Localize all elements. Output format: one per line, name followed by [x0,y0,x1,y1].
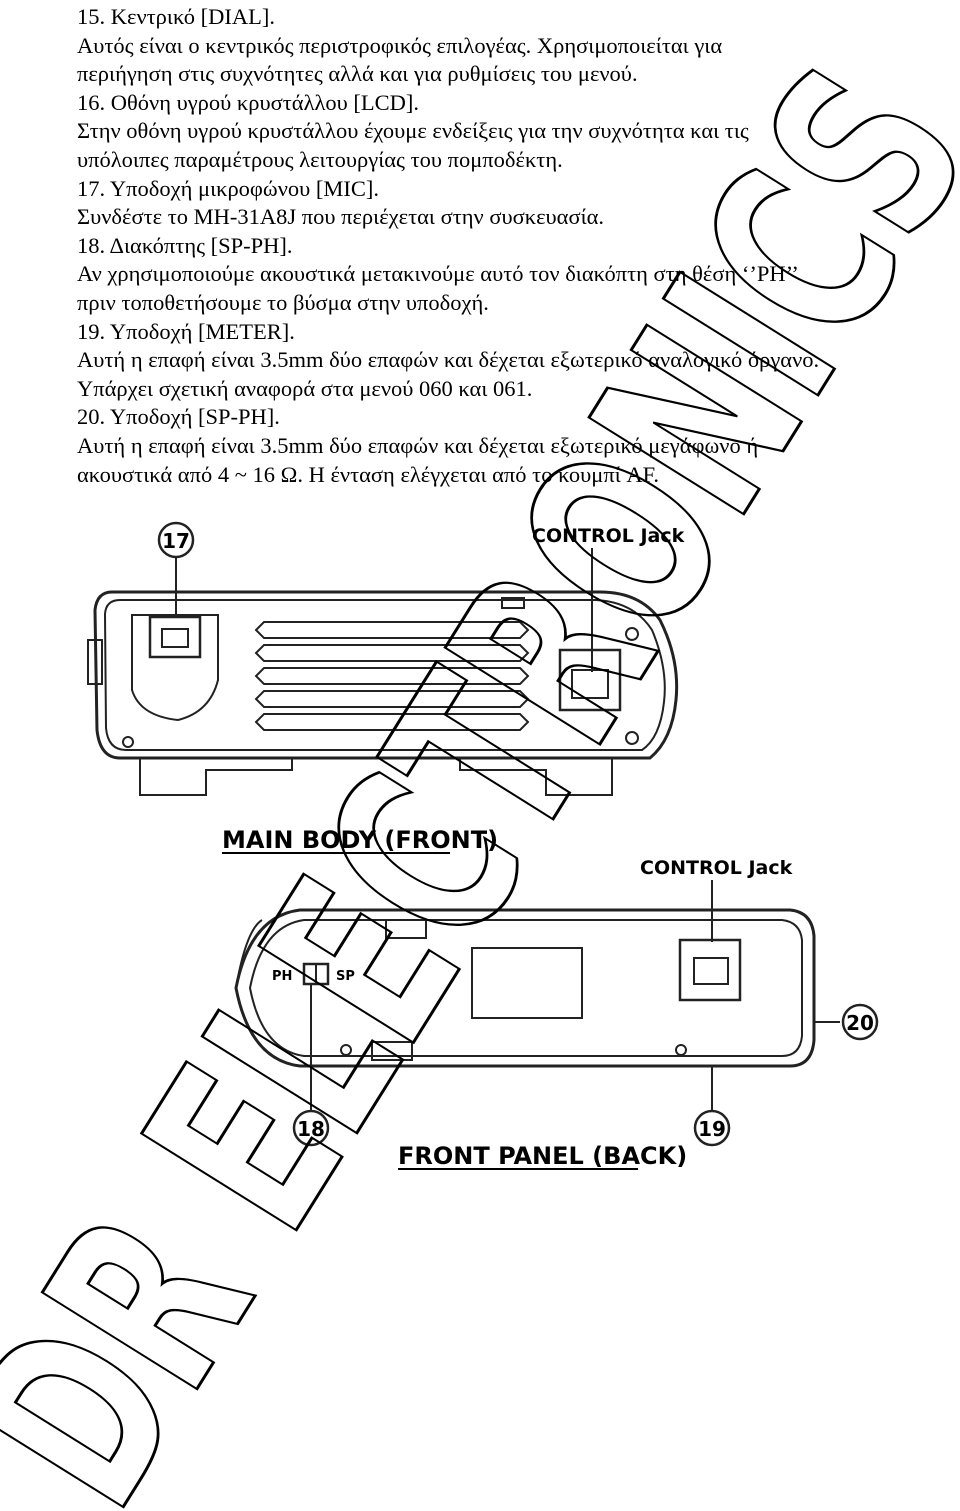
callout-17-circle [157,521,195,559]
switch-ph-label: PH [272,969,292,984]
mic-recess [131,614,219,722]
callout-19: 19 [698,1117,726,1141]
callout-17: 17 [162,529,190,553]
main-body-front-diagram [87,521,679,796]
text-line: Αυτή η επαφή είναι 3.5mm δύο επαφών και … [77,432,759,458]
vent-slots [254,621,530,731]
control-jack-back [678,938,742,1002]
text-line: Αυτή η επαφή είναι 3.5mm δύο επαφών και … [77,347,820,373]
control-jack-label-front: CONTROL Jack [532,525,685,547]
front-panel-back-diagram [234,880,879,1147]
heading-sp-ph-jack: 20. Υποδοχή [SP-PH]. [77,404,280,430]
text-line: ακουστικά από 4 ~ 16 Ω. Η ένταση ελέγχετ… [77,461,659,487]
callout-20-circle [841,1003,879,1041]
text-line: υπόλοιπες παραμέτρους λειτουργίας του πο… [77,146,563,172]
text-line: περιήγηση στις συχνότητες αλλά και για ρ… [77,61,638,87]
text-line: Αν χρησιμοποιούμε ακουστικά μετακινούμε … [77,261,799,287]
mic-jack [148,615,202,659]
heading-mic: 17. Υποδοχή μικροφώνου [MIC]. [77,175,380,201]
switch-sp-label: SP [336,969,355,984]
control-jack-label-back: CONTROL Jack [640,857,793,879]
text-line: Αυτός είναι ο κεντρικός περιστροφικός επ… [77,32,723,58]
callout-19-circle [693,1109,731,1147]
text-line: Υπάρχει σχετική αναφορά στα μενού 060 κα… [77,375,533,401]
caption-main-body-front: MAIN BODY (FRONT) [222,826,498,854]
text-line: πριν τοποθετήσουμε το βύσμα στην υποδοχή… [77,289,489,315]
callout-18: 18 [297,1117,325,1141]
document-body: 15. Κεντρικό [DIAL]. Αυτός είναι ο κεντρ… [77,3,947,489]
heading-dial: 15. Κεντρικό [DIAL]. [77,4,276,29]
heading-lcd: 16. Οθόνη υγρού κρυστάλλου [LCD]. [77,89,420,115]
text-line: Συνδέστε το MH-31A8J που περιέχεται στην… [77,204,605,230]
heading-meter: 19. Υποδοχή [METER]. [77,318,295,344]
main-body-outline [93,590,679,760]
front-panel-outline [234,908,816,1068]
control-jack-front [558,648,622,712]
callout-18-circle [292,1109,330,1147]
text-line: Στην οθόνη υγρού κρυστάλλου έχουμε ενδεί… [77,118,749,144]
lcd-area [471,947,583,1019]
callout-20: 20 [846,1011,874,1035]
caption-front-panel-back: FRONT PANEL (BACK) [398,1142,687,1170]
heading-sp-ph-switch: 18. Διακόπτης [SP-PH]. [77,232,293,258]
